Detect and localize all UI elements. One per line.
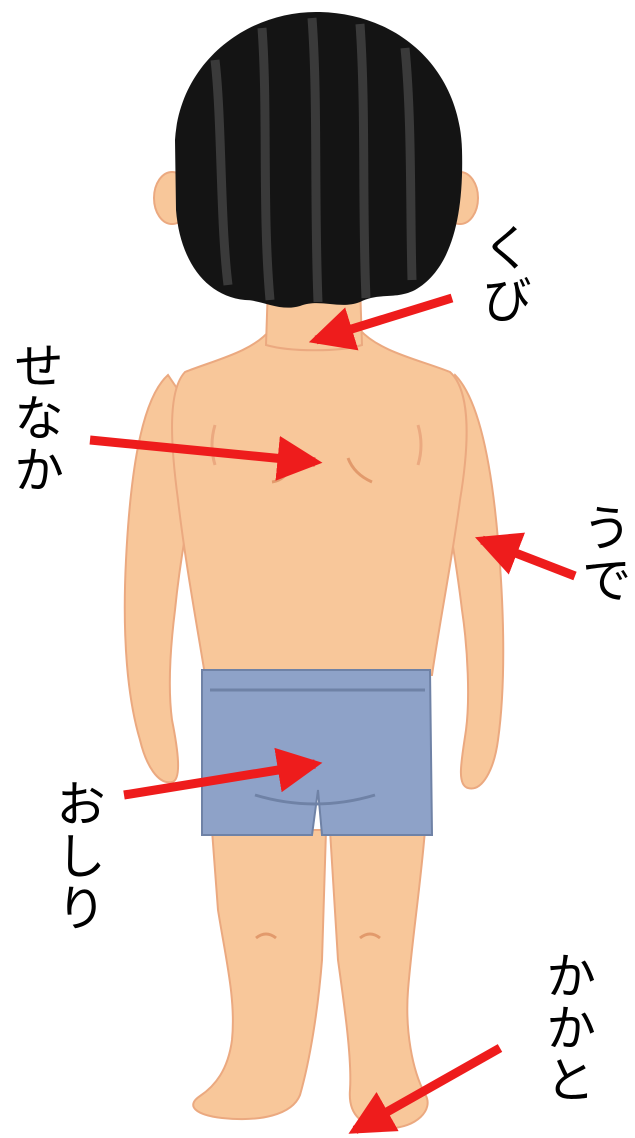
hair <box>175 12 462 308</box>
label-ude: うで <box>578 502 628 606</box>
left-leg <box>193 830 326 1119</box>
torso <box>172 330 467 675</box>
shorts <box>202 670 432 835</box>
legs <box>193 830 427 1128</box>
label-kakato: かかと <box>542 950 592 1106</box>
label-oshiri: おしり <box>52 778 102 934</box>
label-kubi: くび <box>478 222 528 326</box>
right-leg <box>330 830 428 1128</box>
label-senaka: せなか <box>10 340 60 496</box>
